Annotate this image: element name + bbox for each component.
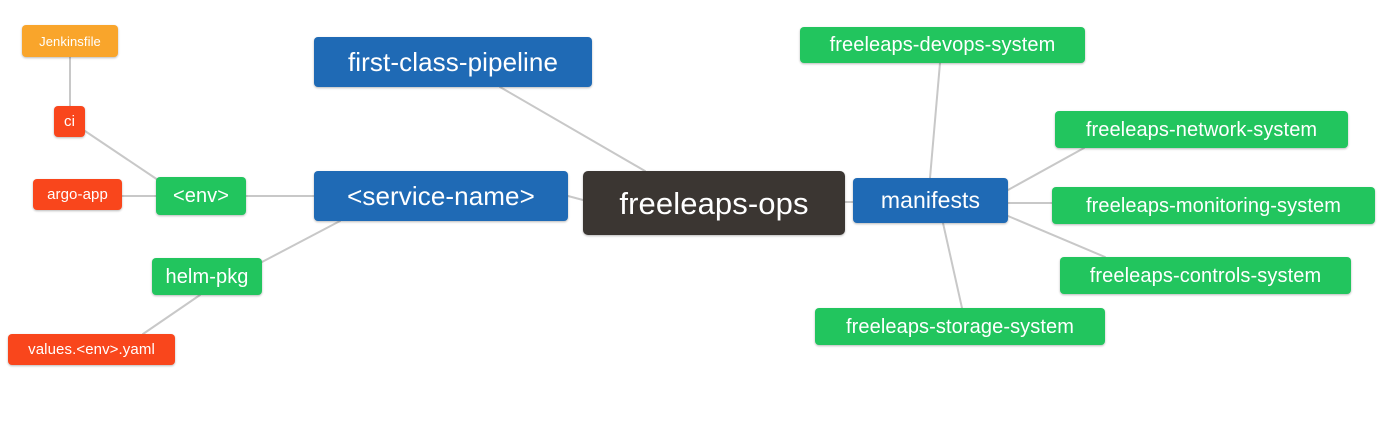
mindmap-node-values-env-yaml[interactable]: values.<env>.yaml: [8, 334, 175, 365]
mindmap-node-ci[interactable]: ci: [54, 106, 85, 137]
node-label: <env>: [172, 185, 230, 207]
edge-manifests-to-freeleaps-devops-system: [929, 62, 941, 179]
edge-manifests-to-freeleaps-storage-system: [942, 222, 963, 309]
edge-first-class-pipeline-to-freeleaps-ops: [499, 86, 646, 172]
mindmap-node-env[interactable]: <env>: [156, 177, 246, 215]
mindmap-node-freeleaps-devops-system[interactable]: freeleaps-devops-system: [800, 27, 1085, 63]
mindmap-node-freeleaps-network-system[interactable]: freeleaps-network-system: [1055, 111, 1348, 148]
edge-service-name-to-freeleaps-ops: [567, 195, 584, 201]
mindmap-node-service-name[interactable]: <service-name>: [314, 171, 568, 221]
node-label: freeleaps-controls-system: [1089, 264, 1322, 287]
node-label: manifests: [880, 187, 981, 213]
edge-helm-pkg-to-service-name: [261, 220, 341, 263]
node-label: Jenkinsfile: [39, 33, 101, 49]
node-label: freeleaps-storage-system: [845, 315, 1075, 338]
node-label: values.<env>.yaml: [28, 341, 155, 358]
node-label: argo-app: [47, 186, 108, 203]
node-label: ci: [63, 113, 76, 130]
node-label: first-class-pipeline: [347, 47, 559, 77]
mindmap-node-freeleaps-monitoring-system[interactable]: freeleaps-monitoring-system: [1052, 187, 1375, 224]
mindmap-node-helm-pkg[interactable]: helm-pkg: [152, 258, 262, 295]
mindmap-node-argo-app[interactable]: argo-app: [33, 179, 122, 210]
mindmap-node-manifests[interactable]: manifests: [853, 178, 1008, 223]
node-label: freeleaps-ops: [619, 185, 809, 221]
mindmap-node-jenkinsfile[interactable]: Jenkinsfile: [22, 25, 118, 57]
mindmap-node-first-class-pipeline[interactable]: first-class-pipeline: [314, 37, 592, 87]
mindmap-node-freeleaps-ops[interactable]: freeleaps-ops: [583, 171, 845, 235]
node-label: freeleaps-network-system: [1085, 118, 1318, 141]
node-label: <service-name>: [347, 181, 535, 211]
node-label: freeleaps-monitoring-system: [1085, 194, 1341, 217]
mindmap-node-freeleaps-storage-system[interactable]: freeleaps-storage-system: [815, 308, 1105, 345]
mindmap-node-freeleaps-controls-system[interactable]: freeleaps-controls-system: [1060, 257, 1351, 294]
edge-manifests-to-freeleaps-network-system: [1007, 147, 1085, 191]
edge-values-env-yaml-to-helm-pkg: [142, 294, 201, 335]
node-label: freeleaps-devops-system: [829, 34, 1056, 56]
edge-ci-to-env: [84, 130, 159, 181]
node-label: helm-pkg: [165, 265, 249, 288]
